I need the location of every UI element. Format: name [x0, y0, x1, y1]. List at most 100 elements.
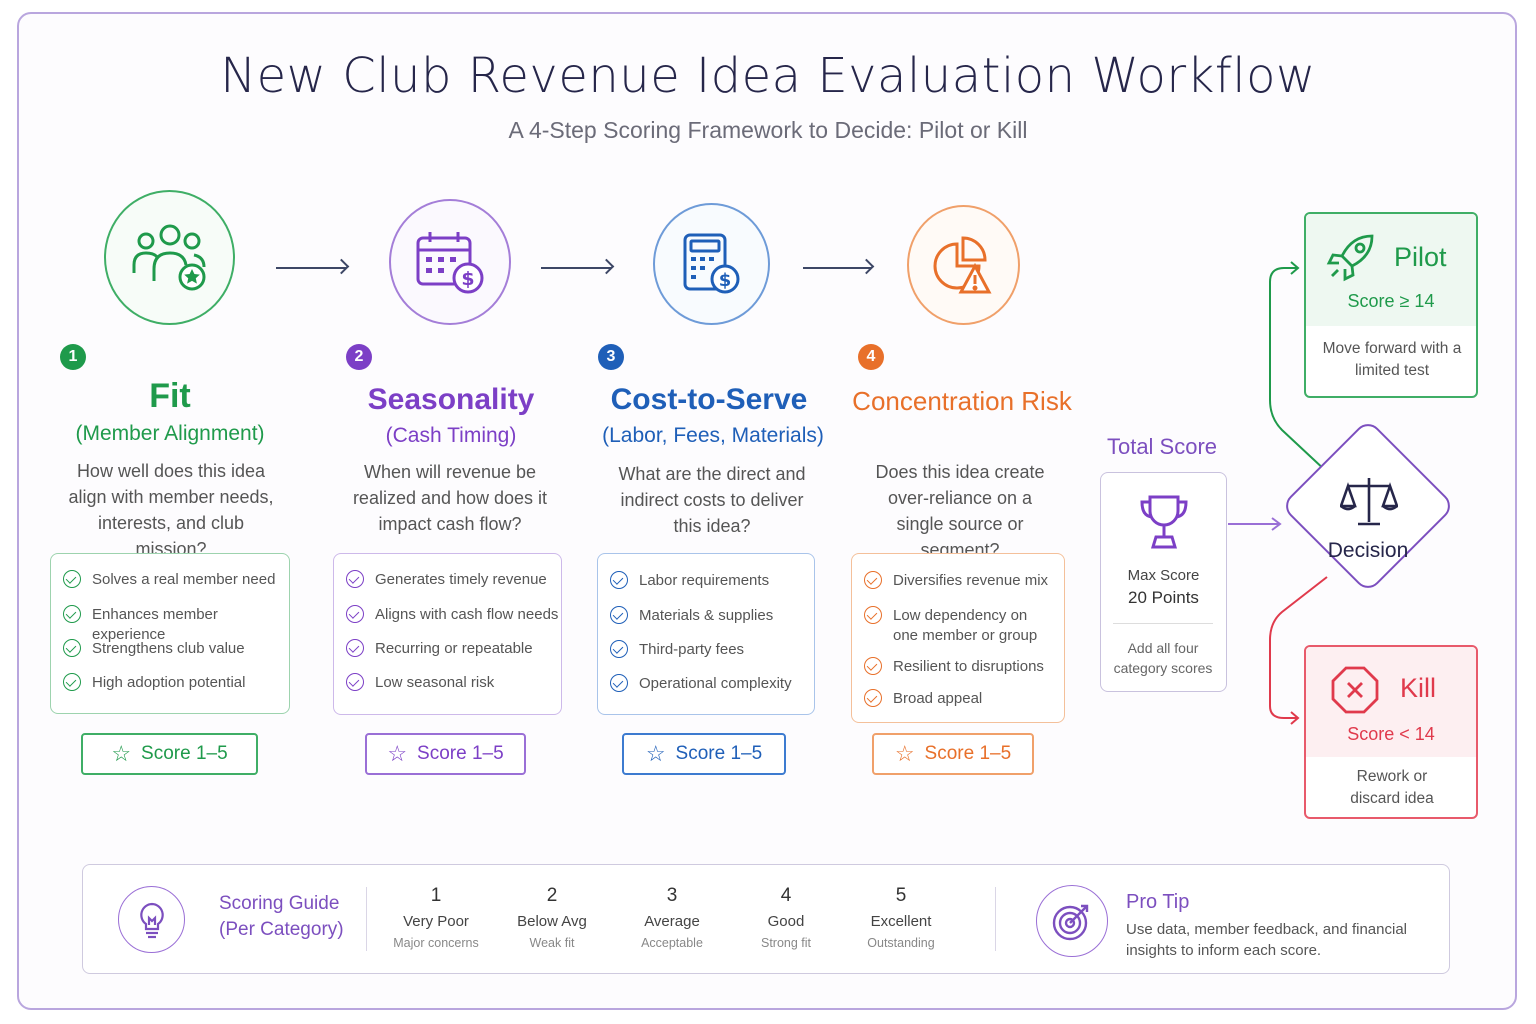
- check-icon: [610, 606, 628, 624]
- total-score-box: Max Score 20 Points Add all four categor…: [1100, 472, 1227, 692]
- decision-label: Decision: [1327, 539, 1409, 562]
- pro-tip-title: Pro Tip: [1126, 891, 1190, 913]
- calculator-dollar-icon: $: [683, 233, 739, 294]
- kill-outcome-box[interactable]: Kill Score < 14 Rework or discard idea: [1304, 645, 1478, 819]
- rocket-icon: [1326, 234, 1374, 282]
- svg-text:$: $: [718, 270, 731, 291]
- star-icon: ☆: [645, 741, 666, 766]
- step-1-title: Fit: [149, 377, 191, 415]
- step-1-criteria-box: Solves a real member need Enhances membe…: [50, 553, 290, 714]
- guide-divider-right: [995, 887, 996, 951]
- step-2-criterion: Recurring or repeatable: [346, 639, 533, 659]
- check-icon: [864, 606, 882, 624]
- step-3-criterion: Labor requirements: [610, 571, 769, 591]
- step-4-criterion: Diversifies revenue mix: [864, 571, 1048, 591]
- total-note: Add all four category scores: [1113, 640, 1213, 676]
- step-2-question: When will revenue be realized and how do…: [352, 462, 548, 534]
- step-3-icon-circle: $: [653, 203, 770, 325]
- check-icon: [63, 605, 81, 623]
- step-1-score-button[interactable]: ☆Score 1–5: [81, 733, 258, 775]
- page-title: New Club Revenue Idea Evaluation Workflo…: [220, 48, 1316, 104]
- step-1-criterion: Strengthens club value: [63, 639, 245, 659]
- step-1-number: 1: [60, 344, 86, 370]
- pilot-title: Pilot: [1394, 242, 1447, 272]
- pie-chart-warning-icon: [933, 236, 992, 294]
- check-icon: [864, 689, 882, 707]
- check-icon: [63, 673, 81, 691]
- step-2-criterion: Generates timely revenue: [346, 570, 547, 590]
- flow-arrow-3: [803, 267, 871, 269]
- step-3-criteria-box: Labor requirements Materials & supplies …: [597, 553, 815, 715]
- check-icon: [346, 639, 364, 657]
- decision-to-pilot-arrowhead: [1290, 261, 1300, 275]
- step-2-title: Seasonality: [367, 383, 535, 416]
- pilot-score: Score ≥ 14: [1347, 291, 1435, 311]
- scoring-guide-panel: Scoring Guide (Per Category) 1 Very Poor…: [82, 864, 1450, 974]
- step-3-title: Cost-to-Serve: [610, 383, 808, 416]
- step-3-criterion: Operational complexity: [610, 674, 792, 694]
- star-icon: ☆: [111, 741, 132, 766]
- check-icon: [346, 673, 364, 691]
- score-level-4: 4 Good Strong fit: [760, 885, 812, 950]
- step-2-criterion: Low seasonal risk: [346, 673, 494, 693]
- total-max-line1: Max Score: [1127, 567, 1200, 584]
- step-3-score-button[interactable]: ☆Score 1–5: [622, 733, 786, 775]
- step-4-title: Concentration Risk: [852, 386, 1072, 416]
- step-4-criterion: Resilient to disruptions: [864, 657, 1044, 677]
- step-1-criterion: Enhances member experience: [63, 605, 289, 645]
- diagram-frame: [17, 12, 1517, 1010]
- step-3-criterion: Materials & supplies: [610, 606, 773, 626]
- step-2-icon-circle: $: [389, 199, 511, 325]
- target-icon-circle: [1036, 885, 1108, 957]
- svg-text:$: $: [461, 268, 474, 290]
- step-4-criterion: Broad appeal: [864, 689, 982, 709]
- step-1-criterion: High adoption potential: [63, 673, 245, 693]
- step-4-criteria-box: Diversifies revenue mix Low dependency o…: [851, 553, 1065, 723]
- check-icon: [610, 571, 628, 589]
- pilot-outcome-box[interactable]: Pilot Score ≥ 14 Move forward with a lim…: [1304, 212, 1478, 398]
- pilot-header: [1306, 214, 1476, 326]
- flow-arrow-1: [276, 267, 346, 269]
- step-4-number: 4: [858, 344, 884, 370]
- scales-icon: [1340, 478, 1398, 526]
- members-star-icon: [132, 224, 205, 290]
- step-3-criterion: Third-party fees: [610, 640, 744, 660]
- kill-score: Score < 14: [1347, 724, 1435, 744]
- scoring-guide-title: Scoring Guide (Per Category): [219, 893, 344, 940]
- step-2-criterion: Aligns with cash flow needs: [346, 605, 558, 625]
- step-3-question: What are the direct and indirect costs t…: [618, 464, 806, 536]
- score-level-1: 1 Very Poor Major concerns: [393, 885, 479, 950]
- check-icon: [63, 639, 81, 657]
- guide-divider-left: [366, 887, 367, 951]
- lightbulb-icon: [140, 902, 164, 939]
- score-level-3: 3 Average Acceptable: [641, 885, 703, 950]
- decision-to-kill-arrowhead: [1290, 711, 1300, 725]
- step-4-icon-circle: [907, 205, 1020, 325]
- step-2-number: 2: [346, 344, 372, 370]
- check-icon: [63, 570, 81, 588]
- step-4-question: Does this idea create over-reliance on a…: [875, 462, 1045, 560]
- total-to-decision-arrowhead: [1271, 517, 1282, 531]
- calendar-dollar-icon: $: [416, 232, 484, 294]
- step-3-subtitle: (Labor, Fees, Materials): [602, 424, 824, 447]
- step-1-criterion: Solves a real member need: [63, 570, 275, 590]
- check-icon: [610, 640, 628, 658]
- page-subtitle: A 4-Step Scoring Framework to Decide: Pi…: [508, 117, 1028, 143]
- step-4-score-button[interactable]: ☆Score 1–5: [872, 733, 1034, 775]
- step-2-score-button[interactable]: ☆Score 1–5: [365, 733, 526, 775]
- check-icon: [346, 605, 364, 623]
- step-3-number: 3: [598, 344, 624, 370]
- lightbulb-icon-circle: [118, 886, 185, 953]
- step-1-subtitle: (Member Alignment): [75, 422, 265, 445]
- check-icon: [864, 571, 882, 589]
- total-score-label: Total Score: [1106, 434, 1218, 459]
- star-icon: ☆: [894, 741, 915, 766]
- kill-desc: Rework or discard idea: [1350, 768, 1434, 807]
- pilot-desc: Move forward with a limited test: [1322, 340, 1462, 379]
- score-level-2: 2 Below Avg Weak fit: [517, 885, 587, 950]
- check-icon: [864, 657, 882, 675]
- kill-title: Kill: [1400, 673, 1437, 703]
- stop-x-icon: [1331, 666, 1379, 714]
- target-icon: [1052, 904, 1089, 941]
